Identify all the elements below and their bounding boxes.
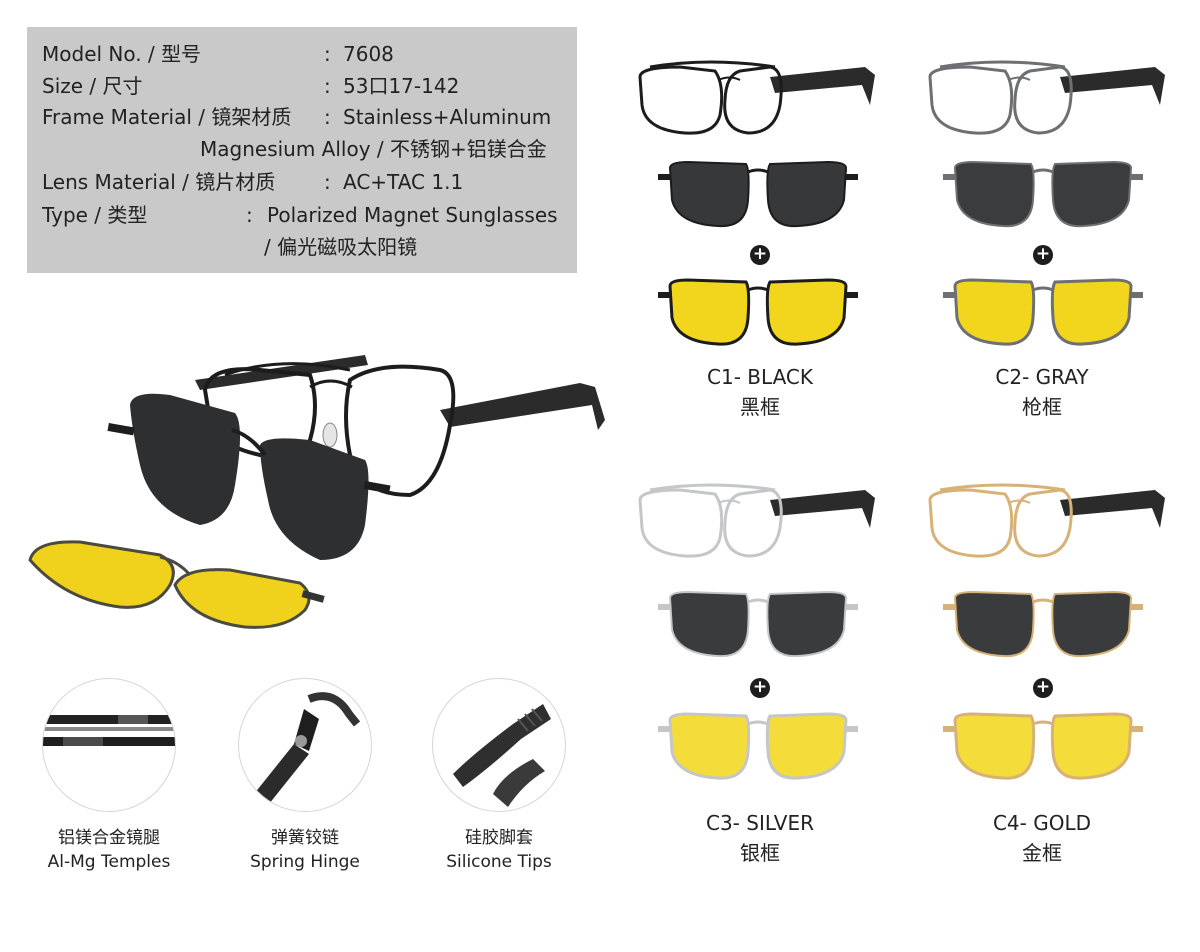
variant-c1-cn: 黑框 [740,395,780,419]
variant-c2-label: C2- GRAY 枪框 [922,362,1162,422]
variant-c2-polarized-clip [943,160,1143,228]
spec-colon: : [324,42,331,66]
variant-c3-night-clip [658,712,858,780]
spec-type-label: Type / 类型 [42,203,148,227]
variant-c2-night-clip [943,278,1143,346]
spec-colon: : [324,74,331,98]
spec-colon: : [324,105,331,129]
spec-type-value-line2: / 偏光磁吸太阳镜 [264,235,418,259]
plus-icon: + [750,245,770,265]
variant-c2-cn: 枪框 [1022,395,1062,419]
variant-c4-cn: 金框 [1022,841,1062,865]
variant-c1-frame-image [638,60,875,135]
variant-c3-polarized-clip [658,590,858,658]
variant-c1-label: C1- BLACK 黑框 [640,362,880,422]
spec-colon: : [324,170,331,194]
spec-panel: Model No. / 型号 : 7608 Size / 尺寸 : 53口17-… [27,27,577,273]
spec-frame-label: Frame Material / 镜架材质 [42,105,292,129]
feature-temples-en: Al-Mg Temples [47,852,171,872]
feature-temples-image [42,678,176,812]
variant-c4-code: C4- GOLD [992,811,1092,835]
spec-lens-value: AC+TAC 1.1 [343,170,464,194]
feature-temples-caption: 铝镁合金镜腿 Al-Mg Temples [14,826,204,874]
variant-c2-frame-image [928,60,1165,135]
variant-c1-polarized-clip [658,160,858,228]
plus-icon: + [750,678,770,698]
variant-c4-frame-image [928,483,1165,558]
feature-hinge-image [238,678,372,812]
variant-c3-label: C3- SILVER 银框 [640,808,880,868]
feature-tips-caption: 硅胶脚套 Silicone Tips [404,826,594,874]
variant-c4-night-clip [943,712,1143,780]
variant-c3-code: C3- SILVER [705,811,815,835]
plus-icon: + [1033,245,1053,265]
spec-colon: : [246,203,253,227]
feature-hinge-en: Spring Hinge [250,852,360,872]
spec-frame-value: Stainless+Aluminum [343,105,552,129]
variant-c4-label: C4- GOLD 金框 [922,808,1162,868]
hero-product-image [28,355,605,629]
variant-c2-code: C2- GRAY [995,365,1089,389]
variant-c3-frame-image [638,483,875,558]
plus-icon: + [1033,678,1053,698]
feature-hinge-caption: 弹簧铰链 Spring Hinge [210,826,400,874]
variant-c1-night-clip [658,278,858,346]
spec-size-value: 53口17-142 [343,74,460,98]
variant-c3-cn: 银框 [740,841,780,865]
spec-type-value: Polarized Magnet Sunglasses [267,203,558,227]
feature-tips-image [432,678,566,812]
feature-hinge-cn: 弹簧铰链 [271,828,339,848]
spec-lens-label: Lens Material / 镜片材质 [42,170,276,194]
spec-frame-value-line2: Magnesium Alloy / 不锈钢+铝镁合金 [200,137,547,161]
spec-model-value: 7608 [343,42,394,66]
spec-model-label: Model No. / 型号 [42,42,202,66]
feature-tips-en: Silicone Tips [446,852,552,872]
variant-c4-polarized-clip [943,590,1143,658]
spec-size-label: Size / 尺寸 [42,74,143,98]
feature-temples-cn: 铝镁合金镜腿 [58,828,160,848]
feature-tips-cn: 硅胶脚套 [465,828,533,848]
variant-c1-code: C1- BLACK [707,365,813,389]
